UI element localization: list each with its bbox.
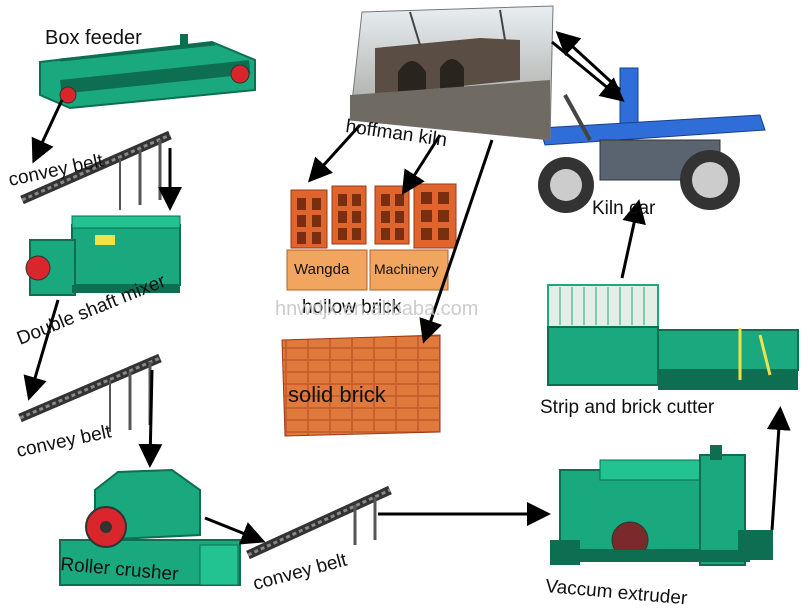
label-solid-brick: solid brick xyxy=(288,382,387,407)
arrow-extruder-to-cutter xyxy=(772,412,780,530)
arrow-kilncar-to-kiln xyxy=(560,35,620,90)
arrow-belt2-to-crusher xyxy=(150,370,152,462)
label-convey-belt-3: convey belt xyxy=(251,549,350,594)
kiln-car-vehicle xyxy=(538,68,765,213)
convey-belt-2-machine xyxy=(20,358,160,432)
arrow-kiln-to-car xyxy=(552,42,620,98)
label-box-feeder: Box feeder xyxy=(45,27,142,49)
label-vaccum-extruder: Vaccum extruder xyxy=(545,576,689,609)
convey-belt-3-machine xyxy=(248,490,390,555)
label-kiln-car: Kiln car xyxy=(592,198,656,219)
vaccum-extruder-machine xyxy=(550,445,773,565)
watermark-text: hnwdjx.en.alibaba.com xyxy=(275,298,478,320)
label-brick-stamp-2: Machinery xyxy=(374,261,439,277)
label-strip-cutter: Strip and brick cutter xyxy=(540,397,715,418)
arrow-crusher-to-belt3 xyxy=(205,518,260,540)
label-brick-stamp-1: Wangda xyxy=(294,261,350,278)
label-convey-belt-2: convey belt xyxy=(15,421,114,462)
strip-cutter-machine xyxy=(548,285,798,390)
arrow-feeder-to-belt1 xyxy=(35,100,62,158)
